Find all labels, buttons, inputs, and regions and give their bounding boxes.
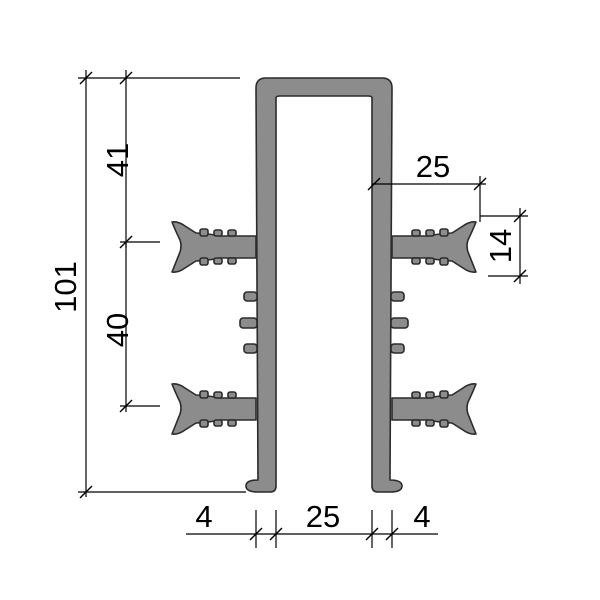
upper-right-flange	[391, 221, 477, 273]
inner-gap-label: 25	[306, 499, 340, 534]
lower-right-flange	[391, 383, 477, 435]
flange-thickness-label: 14	[483, 229, 518, 263]
u-channel-body	[245, 77, 403, 493]
flange-width-label: 25	[416, 149, 450, 184]
dimension-flange-width: 25	[367, 149, 487, 222]
profile-section	[171, 77, 477, 493]
dimension-bottom: 4 25 4	[186, 499, 438, 548]
left-wall-label: 4	[195, 499, 212, 534]
dimension-middle-segment: 40	[100, 242, 160, 413]
lower-left-flange	[171, 383, 257, 435]
dimension-top-segment: 41	[100, 70, 160, 249]
middle-segment-label: 40	[100, 313, 135, 347]
wall-ribs	[239, 291, 409, 354]
right-wall-label: 4	[413, 499, 430, 534]
flange-ribs	[199, 228, 449, 428]
dimension-total-height: 101	[48, 70, 246, 499]
dimension-flange-thickness: 14	[480, 208, 528, 284]
upper-left-flange	[171, 221, 257, 273]
total-height-label: 101	[48, 261, 83, 313]
top-segment-label: 41	[100, 143, 135, 177]
